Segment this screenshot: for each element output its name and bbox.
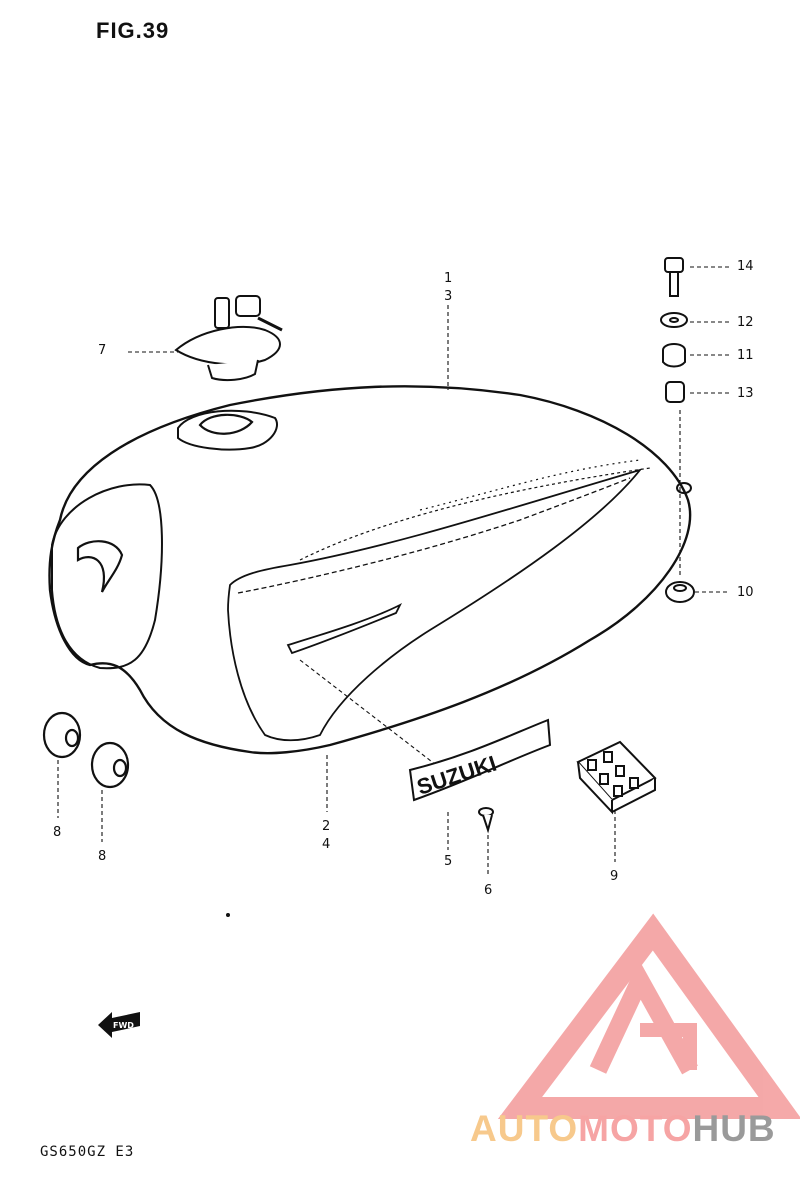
- bolt-part: [664, 257, 684, 297]
- callout-4: 4: [322, 837, 331, 852]
- emblem-part: SUZUKI: [408, 718, 552, 802]
- washer-part: [660, 312, 688, 328]
- callout-7: 7: [98, 343, 107, 358]
- model-code: GS650GZ E3: [40, 1144, 135, 1160]
- callout-1: 1: [444, 271, 453, 286]
- direction-text: FWD: [113, 1021, 134, 1030]
- callout-2: 2: [322, 819, 331, 834]
- callout-9: 9: [610, 869, 619, 884]
- fuel-cap-part: [174, 295, 283, 382]
- brand-part-auto: AUTO: [470, 1108, 579, 1149]
- callout-3: 3: [444, 289, 453, 304]
- cushion-part: [662, 343, 686, 368]
- leader-lines: [57, 266, 730, 875]
- rear-cushion-part: [665, 581, 695, 603]
- brand-part-moto: MOTO: [578, 1108, 693, 1149]
- callout-8a: 8: [53, 825, 62, 840]
- figure-title: FIG.39: [96, 18, 170, 43]
- callout-13: 13: [737, 386, 754, 401]
- brand-part-hub: HUB: [692, 1108, 776, 1149]
- fuel-tank: [48, 385, 692, 755]
- watermark-logo-icon: [497, 913, 800, 1119]
- callout-10: 10: [737, 585, 754, 600]
- callout-11: 11: [737, 348, 754, 363]
- screw-part: [478, 807, 494, 834]
- callout-12: 12: [737, 315, 754, 330]
- forward-arrow-icon: FWD: [98, 1012, 140, 1038]
- callout-14: 14: [737, 259, 754, 274]
- watermark-brand: AUTOMOTOHUB: [470, 1108, 776, 1150]
- rubber-mat-part: [576, 740, 657, 815]
- callout-5: 5: [444, 854, 453, 869]
- front-cushion-part: [42, 711, 130, 789]
- callout-8b: 8: [98, 849, 107, 864]
- callout-6: 6: [484, 883, 493, 898]
- spacer-part: [665, 381, 685, 403]
